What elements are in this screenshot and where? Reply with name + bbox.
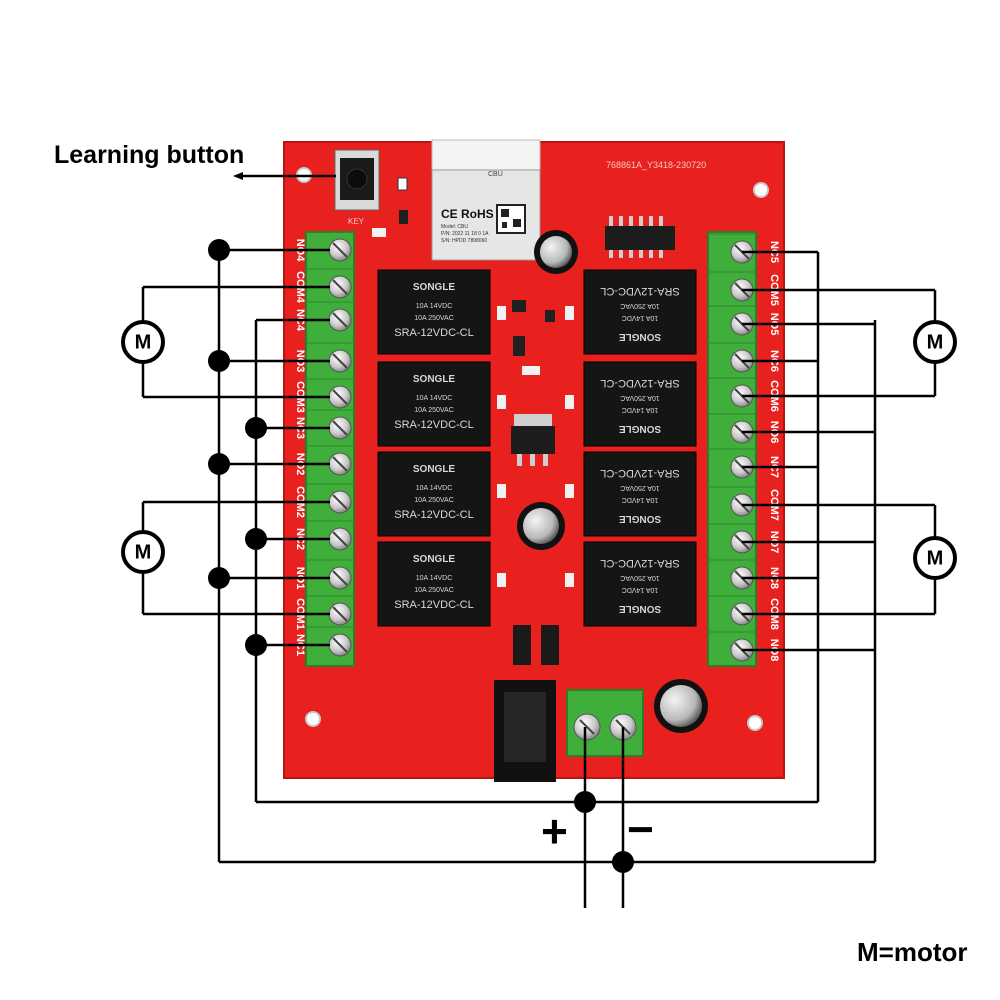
relay-text: 10A 14VDC (416, 303, 453, 310)
terminal-nc4: NC4 (294, 301, 354, 332)
diode (513, 625, 531, 665)
mounting-hole (747, 715, 763, 731)
junction-dot (612, 851, 634, 873)
relay: SONGLE 10A 14VDC 10A 250VAC SRA-12VDC-CL (377, 451, 491, 537)
smd-components (497, 306, 574, 587)
motor-legend: M=motor (857, 937, 968, 967)
learning-arrow-head (233, 172, 243, 180)
module-sn: S/N: HPDD 7898060 (441, 238, 487, 244)
relay-text: 10A 14VDC (622, 586, 659, 593)
relay: SONGLE 10A 14VDC 10A 250VAC SRA-12VDC-CL (583, 451, 697, 537)
pcb-code: 768861A_Y3418-230720 (606, 160, 706, 170)
capacitor (654, 679, 708, 733)
terminal-com1: COM1 (294, 595, 354, 630)
mounting-hole (305, 711, 321, 727)
relay-text: 10A 250VAC (620, 302, 660, 309)
module-pn: P/N: 2022 11 18 0 1A (441, 231, 489, 237)
junction-dot (245, 528, 267, 550)
relay: SONGLE 10A 14VDC 10A 250VAC SRA-12VDC-CL (583, 541, 697, 627)
relay-text: 10A 14VDC (622, 406, 659, 413)
relay-text: SONGLE (619, 331, 662, 342)
relay: SONGLE 10A 14VDC 10A 250VAC SRA-12VDC-CL (583, 361, 697, 447)
smd-transistors (512, 300, 555, 356)
motor-symbol: M (913, 536, 957, 580)
terminal-no1: NO1 (294, 559, 354, 590)
minus-terminal-label: − (627, 803, 654, 855)
terminal-nc1: NC1 (294, 626, 354, 657)
module-label: CBU (488, 171, 503, 178)
relay-text: SRA-12VDC-CL (600, 377, 679, 389)
voltage-regulator (511, 414, 555, 466)
relay-text: 10A 250VAC (414, 315, 454, 322)
relay-text: SRA-12VDC-CL (600, 285, 679, 297)
relay-text: 10A 250VAC (620, 484, 660, 491)
key-label: KEY (348, 217, 365, 226)
module-model: Model: CBU (441, 224, 468, 230)
motor-symbol: M (121, 320, 165, 364)
smd-part (372, 228, 386, 237)
relay-text: 10A 14VDC (416, 575, 453, 582)
relay-text: 10A 250VAC (414, 497, 454, 504)
module-marks: CE RoHS (441, 207, 494, 221)
relay-text: SONGLE (619, 513, 662, 524)
relay: SONGLE 10A 14VDC 10A 250VAC SRA-12VDC-CL (583, 269, 697, 355)
relay-text: 10A 250VAC (414, 407, 454, 414)
relay: SONGLE 10A 14VDC 10A 250VAC SRA-12VDC-CL (377, 541, 491, 627)
motors: M M M M (121, 320, 957, 580)
junction-dot (245, 417, 267, 439)
relay-text: SRA-12VDC-CL (600, 467, 679, 479)
motor-label: M (135, 331, 152, 353)
relay-text: SONGLE (413, 282, 456, 293)
junctions (208, 239, 634, 873)
relay-text: SRA-12VDC-CL (394, 509, 473, 521)
smd-led (397, 177, 408, 191)
relay-text: 10A 14VDC (622, 314, 659, 321)
capacitor (517, 502, 565, 550)
relay: SONGLE 10A 14VDC 10A 250VAC SRA-12VDC-CL (377, 361, 491, 447)
mounting-hole (753, 182, 769, 198)
learning-button-label: Learning button (54, 141, 245, 169)
diode (541, 625, 559, 665)
motor-label: M (927, 547, 944, 569)
plus-terminal-label: + (541, 805, 568, 857)
learning-button[interactable] (334, 149, 380, 211)
junction-dot (208, 453, 230, 475)
relay-text: 10A 250VAC (620, 394, 660, 401)
relay-text: 10A 14VDC (622, 496, 659, 503)
capacitor (534, 230, 578, 274)
junction-dot (208, 567, 230, 589)
relay-board: 768861A_Y3418-230720 KEY CBU CE RoHS Mod… (283, 139, 785, 782)
smd-resistor (399, 210, 408, 224)
junction-dot (208, 350, 230, 372)
relay-text: 10A 250VAC (414, 587, 454, 594)
power-terminal-block (566, 689, 644, 757)
junction-dot (245, 634, 267, 656)
relay-text: SRA-12VDC-CL (394, 419, 473, 431)
motor-symbol: M (121, 530, 165, 574)
relay-text: SRA-12VDC-CL (394, 599, 473, 611)
relay-text: SONGLE (413, 374, 456, 385)
relay-text: SONGLE (619, 423, 662, 434)
relay-text: SONGLE (619, 603, 662, 614)
motor-label: M (927, 331, 944, 353)
relay-text: SONGLE (413, 464, 456, 475)
relay-text: 10A 250VAC (620, 574, 660, 581)
wiring (141, 172, 937, 908)
motor-symbol: M (913, 320, 957, 364)
ic-chip (605, 216, 675, 258)
junction-dot (574, 791, 596, 813)
dc-power-jack (494, 680, 556, 782)
wifi-module: CBU CE RoHS Model: CBU P/N: 2022 11 18 0… (431, 139, 541, 261)
motor-label: M (135, 541, 152, 563)
relay: SONGLE 10A 14VDC 10A 250VAC SRA-12VDC-CL (377, 269, 491, 355)
relay-text: SRA-12VDC-CL (600, 557, 679, 569)
relay-text: SONGLE (413, 554, 456, 565)
relay-text: 10A 14VDC (416, 485, 453, 492)
junction-dot (208, 239, 230, 261)
relay-text: 10A 14VDC (416, 395, 453, 402)
relay-text: SRA-12VDC-CL (394, 327, 473, 339)
